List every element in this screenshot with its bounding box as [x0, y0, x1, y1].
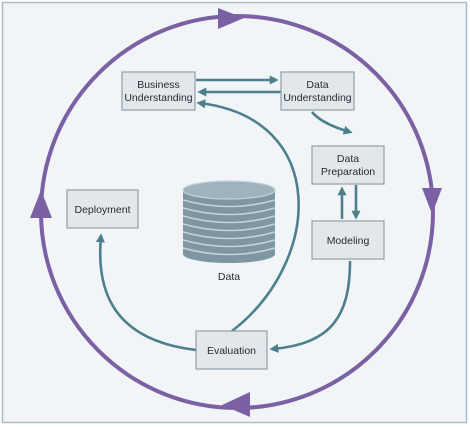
- data-preparation-line1: Data: [337, 153, 359, 165]
- arrow-data-understanding-to-preparation: [311, 111, 353, 135]
- evaluation-label: Evaluation: [207, 345, 256, 357]
- business-understanding-line2: Understanding: [124, 92, 192, 104]
- box-business-understanding: Business Understanding: [121, 71, 196, 111]
- cycle-arrowhead-top: [218, 8, 244, 29]
- arrow-evaluation-to-business: [196, 99, 300, 333]
- data-understanding-line1: Data: [306, 79, 328, 91]
- data-drum-icon: [182, 180, 276, 263]
- box-evaluation: Evaluation: [195, 330, 268, 370]
- arrow-modeling-to-evaluation: [269, 260, 352, 353]
- modeling-label: Modeling: [327, 235, 370, 247]
- box-modeling: Modeling: [311, 220, 385, 260]
- deployment-label: Deployment: [74, 204, 130, 216]
- data-understanding-line2: Understanding: [283, 92, 351, 104]
- cycle-arrowhead-bottom: [222, 392, 250, 417]
- box-data-preparation: Data Preparation: [311, 145, 385, 185]
- cycle-arrowhead-left: [30, 190, 52, 218]
- box-deployment: Deployment: [66, 189, 139, 229]
- cycle-arrowhead-right: [422, 188, 442, 214]
- data-center-label: Data: [218, 271, 240, 283]
- data-preparation-line2: Preparation: [321, 166, 375, 178]
- arrow-evaluation-to-deployment: [95, 233, 197, 352]
- box-data-understanding: Data Understanding: [280, 71, 355, 111]
- business-understanding-line1: Business: [137, 79, 180, 91]
